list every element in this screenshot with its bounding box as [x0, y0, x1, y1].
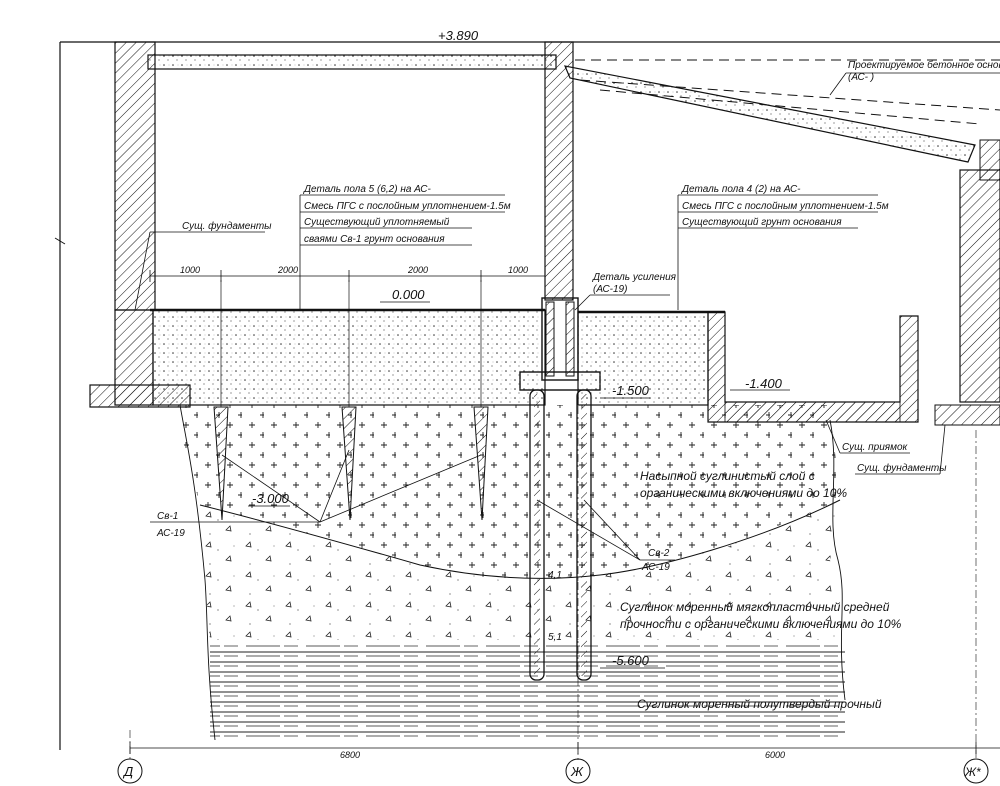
dim-bottom-1: 6800: [340, 750, 360, 760]
soft-loam-line2: прочности с органическими включениями до…: [620, 617, 902, 631]
pile2-label-2: АС-19: [641, 562, 670, 573]
pile1-label-1: Св-1: [157, 511, 178, 522]
axis-zh-star: [963, 758, 989, 784]
roof: [147, 54, 1000, 163]
pile-mark-2: 5,1: [548, 632, 562, 643]
axis-zh: [565, 758, 591, 784]
floor4-line1: Деталь пола 4 (2) на АС-: [681, 184, 801, 195]
dimension-lines: [129, 270, 1000, 760]
hard-loam-layer: [210, 645, 845, 740]
dim-top-2: 2000: [277, 265, 298, 275]
pile-mark-1: 4,1: [548, 570, 562, 581]
reinforcement-line1: Деталь усиления: [592, 272, 677, 283]
soft-loam-line1: Суглинок моренный мягкопластичный средне…: [620, 600, 890, 614]
hard-loam-label: Суглинок моренный полутвердый прочный: [637, 697, 882, 711]
existing-foundations-label: Сущ. фундаменты: [182, 220, 272, 232]
existing-pit: [707, 311, 919, 423]
fill-layer-line1: Насыпной суглинистый слой с: [640, 469, 815, 483]
floor5-line1: Деталь пола 5 (6,2) на АС-: [303, 184, 432, 195]
level-floor: 0.000: [392, 287, 425, 302]
pile2-label-1: Св-2: [648, 548, 670, 559]
pile1-label-2: АС-19: [156, 528, 185, 539]
dim-top-1: 1000: [180, 265, 200, 275]
piles-sv2: [529, 389, 592, 681]
axis-d: [117, 758, 143, 784]
axis-d-label: Д: [122, 764, 133, 779]
labels: +3.890 0.000 -1.500 -1.400 -3.000 -5.600…: [122, 28, 1000, 779]
axis-zh-star-label: Ж*: [964, 765, 981, 779]
reinforcement-line2: (АС-19): [593, 284, 627, 295]
concrete-note-line1: Проектируемое бетонное основан: [848, 59, 1000, 71]
piles-sv1: [213, 280, 489, 521]
level-top: +3.890: [438, 28, 479, 43]
level-marks: [248, 41, 790, 669]
leader-lines: [134, 72, 1000, 561]
level-footing: -1.500: [612, 383, 650, 398]
dim-bottom-2: 6000: [765, 750, 785, 760]
soft-loam-layer: [200, 500, 845, 640]
axis-zh-label: Ж: [570, 764, 584, 779]
axis-markers: [117, 758, 989, 784]
floor4-line2: Смесь ПГС с послойным уплотнением-1.5м: [682, 201, 889, 212]
dim-top-3: 2000: [407, 265, 428, 275]
right-wall: [934, 139, 1000, 426]
floor4-line3: Существующий грунт основания: [682, 217, 842, 228]
level-pit: -1.400: [745, 376, 783, 391]
soil-layers: [179, 404, 846, 741]
existing-foundations-right-label: Сущ. фундаменты: [857, 462, 947, 474]
concrete-note-line2: (АС- ): [848, 72, 874, 83]
fill-layer-line2: органическими включениями до 10%: [640, 486, 847, 500]
floor5-line4: сваями Св-1 грунт основания: [304, 234, 445, 245]
frame: [54, 41, 1000, 750]
floor5-line2: Смесь ПГС с послойным уплотнением-1.5м: [304, 201, 511, 212]
level-pile-bottom: -5.600: [612, 653, 650, 668]
existing-pit-label: Сущ. приямок: [842, 442, 909, 453]
level-pile-tip: -3.000: [252, 491, 290, 506]
dim-top-4: 1000: [508, 265, 528, 275]
floor5-line3: Существующий уплотняемый: [304, 217, 450, 228]
